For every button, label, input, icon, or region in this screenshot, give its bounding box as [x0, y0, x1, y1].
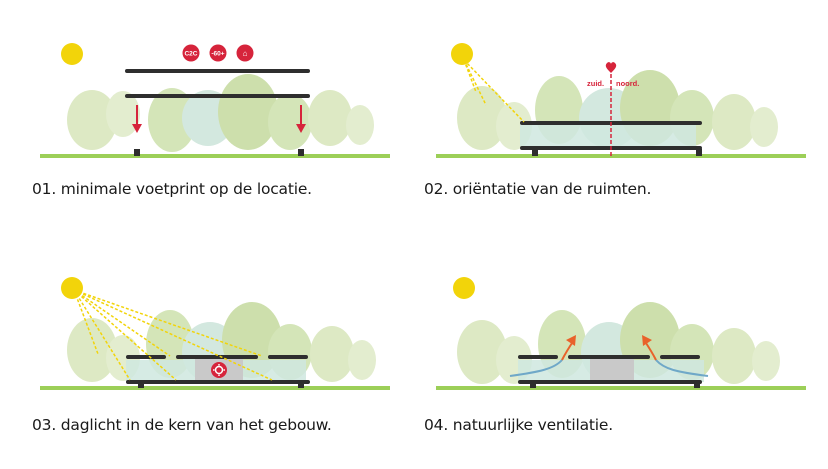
roof-segment [568, 355, 650, 359]
caption-ventilation: 04. natuurlijke ventilatie. [424, 416, 613, 434]
gear-badge-icon [211, 362, 227, 378]
roof-slab [125, 69, 310, 73]
sun-icon [451, 43, 473, 65]
foundation-pile [298, 381, 304, 388]
foundation-pile [138, 381, 144, 388]
diagram-footprint: C2C -60+ ⌂ [40, 43, 390, 158]
label-south: zuid. [587, 79, 604, 88]
heart-icon [605, 62, 617, 73]
panel-2: zuid. noord. 02. oriëntatie van de ruimt… [414, 0, 828, 234]
svg-text:⌂: ⌂ [243, 49, 248, 58]
arrow-up-icon [566, 335, 576, 346]
down-arrow-icon [132, 105, 142, 133]
floor-slab [125, 94, 310, 98]
foundation-pile [694, 381, 700, 388]
floor-slab [126, 380, 310, 384]
foundation-pile [696, 149, 702, 156]
label-north: noord. [616, 79, 639, 88]
energy-badge-icon: -60+ [209, 44, 227, 62]
caption-footprint: 01. minimale voetprint op de locatie. [32, 180, 312, 198]
roof-segment [518, 355, 558, 359]
panel-3: 03. daglicht in de kern van het gebouw. [0, 234, 414, 468]
ground [40, 386, 390, 390]
foundation-pile [532, 149, 538, 156]
diagram-ventilation [436, 277, 806, 390]
ground [40, 154, 390, 158]
sun-icon [61, 277, 83, 299]
svg-text:C2C: C2C [184, 51, 197, 58]
foundation-pile [530, 381, 536, 388]
glass-volume [520, 124, 696, 146]
caption-daylight: 03. daglicht in de kern van het gebouw. [32, 416, 332, 434]
down-arrow-icon [296, 105, 306, 133]
tree-group [67, 74, 374, 152]
panel-4: 04. natuurlijke ventilatie. [414, 234, 828, 468]
roof-segment [126, 355, 166, 359]
ground [436, 154, 806, 158]
diagram-orientation: zuid. noord. [436, 43, 806, 158]
service-core [590, 358, 634, 382]
roof-segment [176, 355, 258, 359]
ground [436, 386, 806, 390]
foundation-pile [134, 149, 140, 156]
sun-icon [453, 277, 475, 299]
roof-segment [660, 355, 700, 359]
floor-slab [518, 380, 702, 384]
arrow-up-icon [642, 335, 652, 346]
svg-text:-60+: -60+ [211, 51, 224, 58]
sun-icon [61, 43, 83, 65]
roof-segment [268, 355, 308, 359]
building-badge-icon: ⌂ [236, 44, 254, 62]
sun-rays [73, 289, 273, 381]
c2c-badge-icon: C2C [182, 44, 200, 62]
panel-1: C2C -60+ ⌂ 01. minimale voetprint op de … [0, 0, 414, 234]
sun-rays [463, 59, 525, 123]
foundation-pile [298, 149, 304, 156]
diagram-daylight [40, 277, 390, 390]
caption-orientation: 02. oriëntatie van de ruimten. [424, 180, 652, 198]
